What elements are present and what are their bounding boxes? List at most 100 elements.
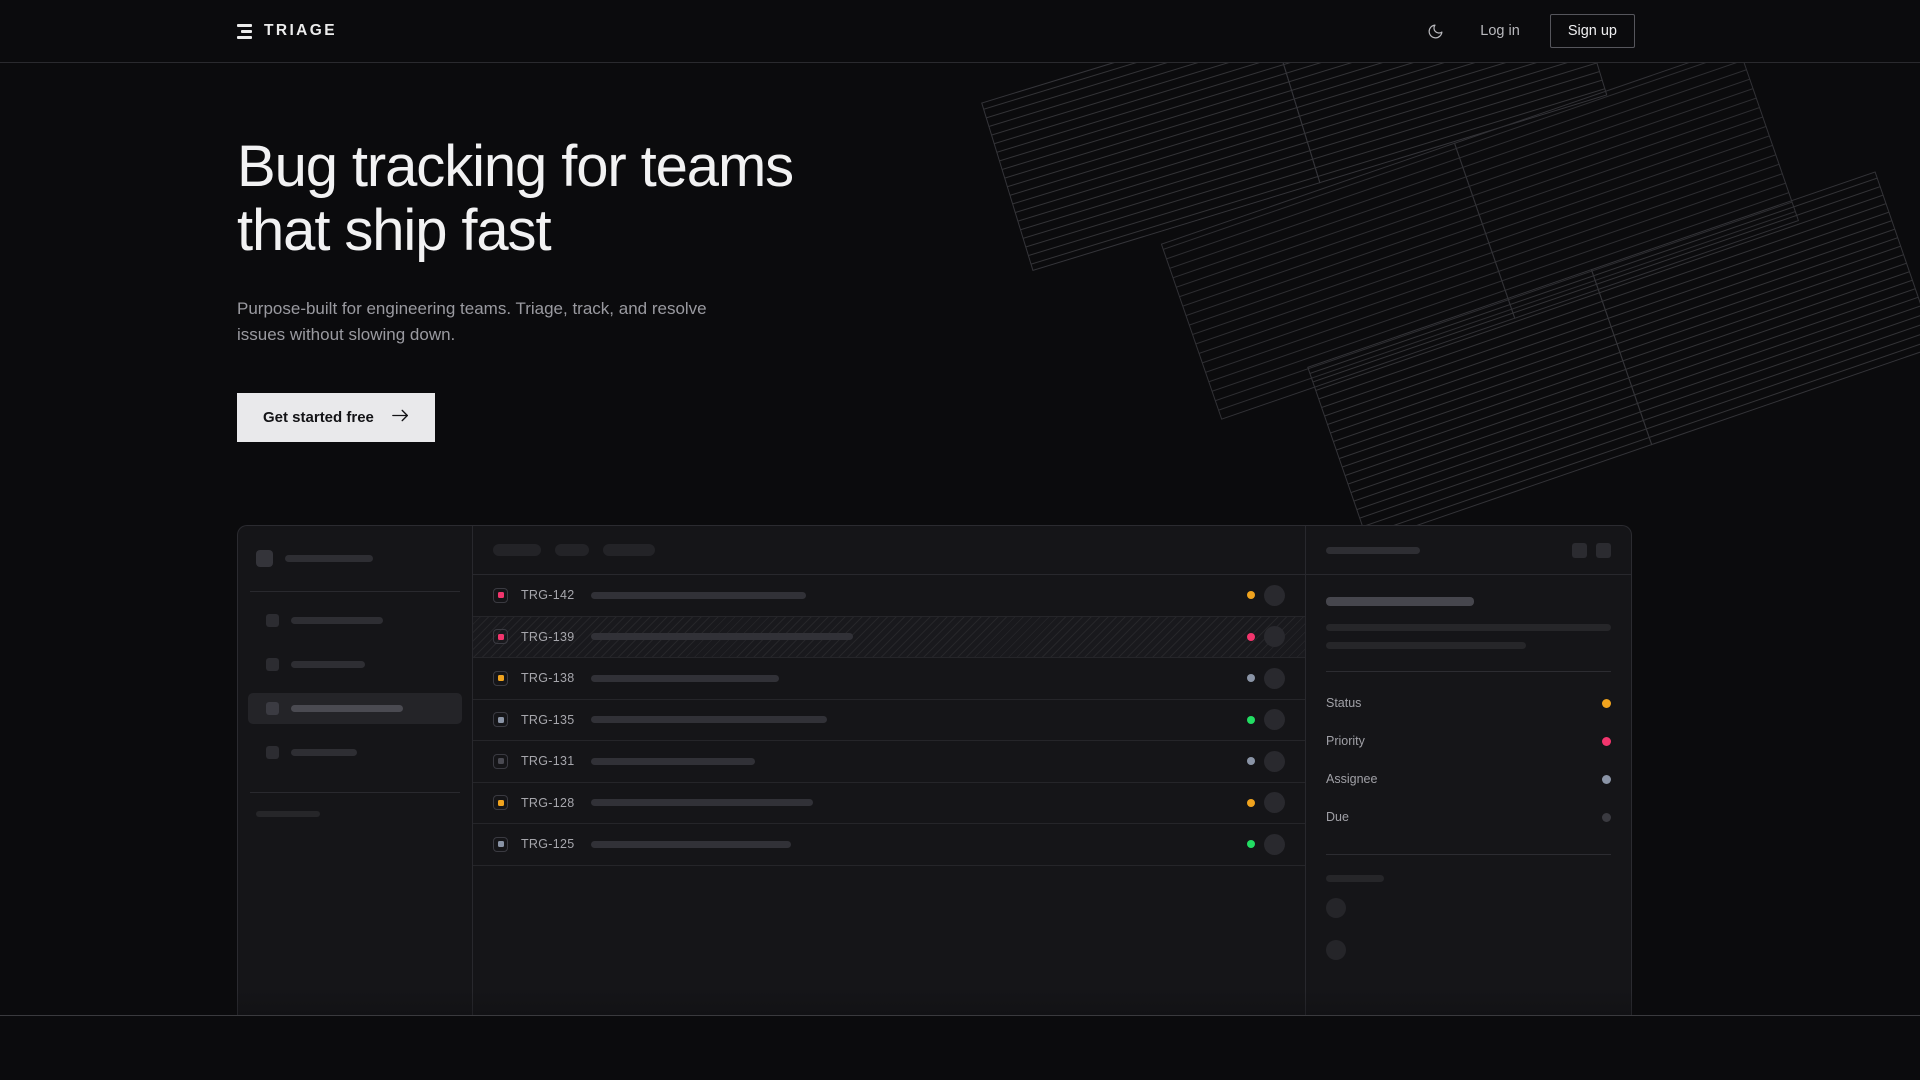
issue-meta	[1247, 626, 1285, 648]
sidebar-item-0[interactable]	[248, 605, 462, 636]
table-row[interactable]: TRG-142	[473, 575, 1305, 617]
issue-meta	[1247, 833, 1285, 855]
sidebar-item-3[interactable]	[248, 737, 462, 768]
detail-activity-avatars	[1326, 898, 1611, 960]
priority-dot-icon	[1247, 798, 1255, 807]
status-icon	[493, 670, 508, 686]
avatar[interactable]	[1264, 750, 1285, 772]
detail-breadcrumb-placeholder	[1326, 546, 1420, 554]
detail-activity-label-placeholder	[1326, 875, 1384, 882]
issue-title-placeholder	[591, 716, 827, 724]
issue-title-placeholder	[591, 591, 806, 599]
detail-field-label: Due	[1326, 810, 1349, 824]
priority-dot-icon	[1247, 840, 1255, 849]
detail-field-value-dot	[1602, 698, 1611, 708]
avatar[interactable]	[1264, 833, 1285, 855]
moon-icon[interactable]	[1418, 14, 1452, 48]
signup-button[interactable]: Sign up	[1549, 14, 1635, 48]
detail-description-line-0	[1326, 624, 1611, 631]
site-header: TRIAGE Log in Sign up	[0, 0, 1920, 63]
status-icon	[493, 587, 508, 603]
table-row[interactable]: TRG-128	[473, 783, 1305, 824]
issue-id: TRG-131	[521, 754, 575, 769]
detail-field-status[interactable]: Status	[1326, 696, 1611, 710]
issue-meta	[1247, 709, 1285, 731]
hero-subtext: Purpose-built for engineering teams. Tri…	[237, 298, 707, 344]
avatar[interactable]	[1264, 584, 1285, 606]
sidebar-project-dots	[238, 817, 472, 859]
sidebar-project-item-0[interactable]	[238, 817, 472, 831]
detail-description-line-1	[1326, 642, 1526, 649]
issue-meta	[1247, 584, 1285, 606]
detail-title-placeholder	[1326, 597, 1474, 606]
avatar[interactable]	[1264, 709, 1285, 731]
avatar[interactable]	[1264, 626, 1285, 648]
issue-meta	[1247, 750, 1285, 772]
status-icon	[493, 629, 508, 645]
get-started-button[interactable]: Get started free	[237, 393, 435, 443]
table-row[interactable]: TRG-135	[473, 700, 1305, 741]
issue-title-placeholder	[591, 757, 755, 765]
detail-field-value-dot	[1602, 774, 1611, 784]
detail-divider-top	[1326, 671, 1611, 672]
issue-title-placeholder	[591, 674, 779, 682]
table-row[interactable]: TRG-131	[473, 741, 1305, 783]
sidebar-item-label	[291, 749, 357, 756]
avatar[interactable]	[1326, 940, 1346, 960]
activity-item-0	[1326, 898, 1611, 918]
table-row[interactable]: TRG-125	[473, 824, 1305, 866]
mock-sidebar	[238, 526, 473, 1015]
detail-description-placeholder	[1326, 624, 1611, 649]
issue-id: TRG-128	[521, 795, 575, 810]
detail-field-due[interactable]: Due	[1326, 810, 1611, 824]
brand-logo[interactable]: TRIAGE	[237, 22, 337, 40]
detail-field-label: Status	[1326, 696, 1362, 710]
filter-pill-1[interactable]	[555, 544, 589, 556]
avatar[interactable]	[1326, 898, 1346, 918]
mock-sidebar-workspace[interactable]	[238, 526, 472, 567]
status-icon	[493, 836, 508, 852]
issue-title-placeholder	[591, 633, 853, 641]
avatar[interactable]	[1264, 792, 1285, 814]
issue-id: TRG-138	[521, 671, 575, 686]
filter-pill-2[interactable]	[603, 544, 655, 556]
priority-dot-icon	[1247, 674, 1255, 683]
detail-divider-bottom	[1326, 854, 1611, 855]
issue-meta	[1247, 667, 1285, 689]
sidebar-item-label	[291, 661, 365, 668]
status-icon	[493, 795, 508, 811]
detail-action-button-1[interactable]	[1596, 542, 1611, 558]
hero-section: Bug tracking for teams that ship fast Pu…	[0, 63, 1920, 443]
avatar[interactable]	[1264, 667, 1285, 689]
table-row[interactable]: TRG-138	[473, 658, 1305, 700]
sidebar-item-1[interactable]	[248, 649, 462, 680]
hero-heading-line-1: Bug tracking for teams	[237, 134, 794, 199]
filter-pill-0[interactable]	[493, 544, 541, 556]
issue-list-toolbar	[473, 526, 1305, 575]
issue-meta	[1247, 792, 1285, 814]
sidebar-project-item-1[interactable]	[238, 831, 472, 845]
detail-field-assignee[interactable]: Assignee	[1326, 772, 1611, 786]
sidebar-item-label	[291, 705, 403, 712]
table-row[interactable]: TRG-139	[473, 616, 1305, 658]
detail-field-priority[interactable]: Priority	[1326, 734, 1611, 748]
issue-id: TRG-125	[521, 837, 575, 852]
issue-id: TRG-139	[521, 629, 575, 644]
status-icon	[493, 753, 508, 769]
detail-field-value-dot	[1602, 736, 1611, 746]
login-link[interactable]: Log in	[1480, 23, 1520, 39]
detail-action-button-0[interactable]	[1572, 542, 1587, 558]
sidebar-item-icon	[266, 614, 279, 627]
issue-title-placeholder	[591, 840, 791, 848]
sidebar-project-item-2[interactable]	[238, 845, 472, 859]
sidebar-item-2[interactable]	[248, 693, 462, 724]
sidebar-item-icon	[266, 746, 279, 759]
arrow-right-icon	[392, 409, 409, 426]
section-divider	[0, 1015, 1920, 1016]
detail-field-value-dot	[1602, 812, 1611, 822]
